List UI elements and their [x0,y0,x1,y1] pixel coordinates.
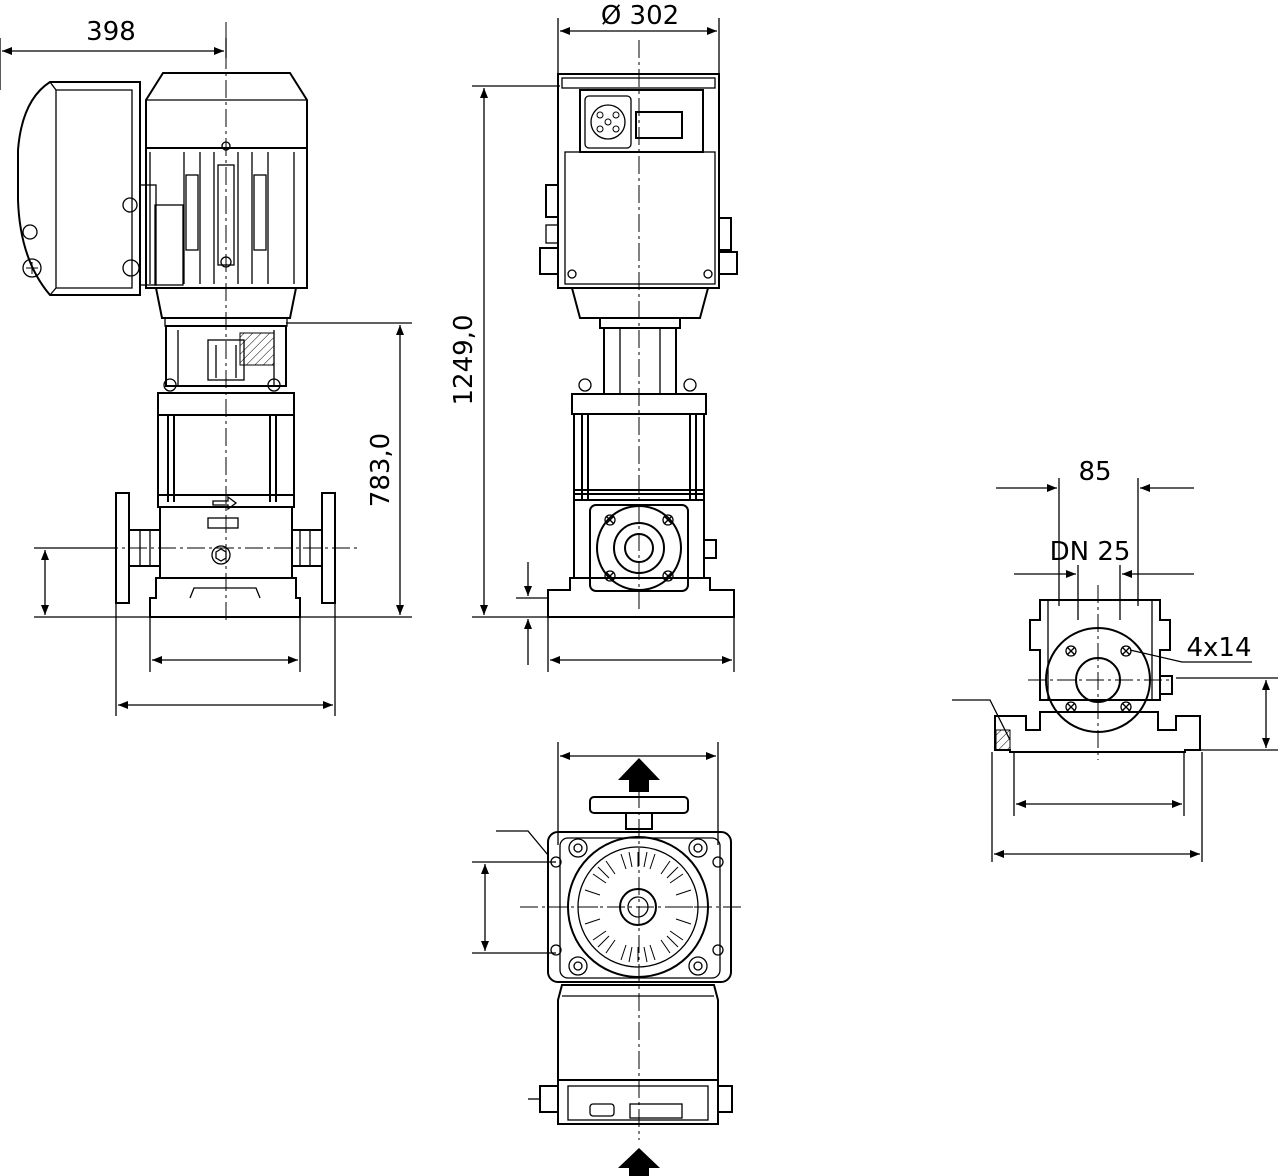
dim-label-bolt-holes: 4x14 [1186,633,1251,663]
dim-label-783: 783,0 [366,433,396,507]
dim-label-dn25: DN 25 [1050,537,1131,567]
suction-arrow-icon [618,1148,660,1176]
top-view [472,742,745,1176]
discharge-arrow-icon [618,758,660,792]
front-view: Ø 302 [449,1,738,672]
dim-label-85: 85 [1078,457,1111,487]
dim-label-diameter: Ø 302 [601,1,679,31]
dim-label-1249: 1249,0 [449,315,479,406]
dim-label-398: 398 [86,17,136,47]
flange-detail-view: 85 DN 25 4x14 [952,457,1278,862]
side-view: 398 [0,17,412,716]
